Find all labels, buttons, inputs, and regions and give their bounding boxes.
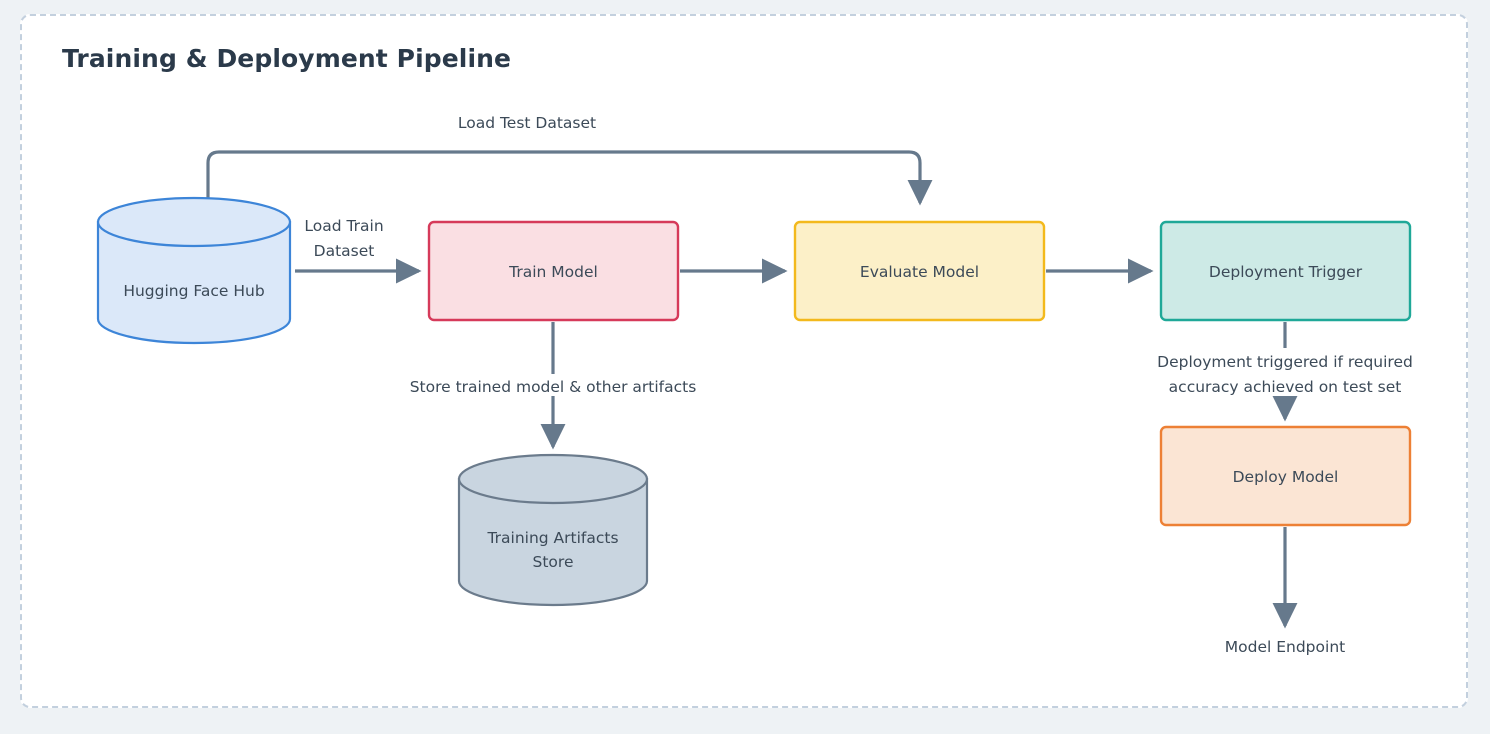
edge-hub-to-evaluate	[206, 150, 933, 206]
hugging-face-hub-body	[96, 220, 292, 345]
node-train-model[interactable]: Train Model	[427, 220, 680, 322]
edge-label-store-artifacts: Store trained model & other artifacts	[410, 378, 697, 396]
deploy-model-box	[1159, 425, 1412, 527]
node-deployment-trigger[interactable]: Deployment Trigger	[1159, 220, 1412, 322]
node-hugging-face-hub[interactable]: Hugging Face Hub	[96, 196, 292, 345]
edge-label-deployment-condition-line2: accuracy achieved on test set	[1169, 378, 1402, 396]
train-model-box	[427, 220, 680, 322]
edge-label-load-test-dataset: Load Test Dataset	[458, 114, 596, 132]
page-title: Training & Deployment Pipeline	[62, 44, 512, 73]
deployment-trigger-box	[1159, 220, 1412, 322]
edge-label-load-train-dataset-line1: Load Train	[304, 217, 383, 235]
training-artifacts-store-top	[457, 453, 649, 505]
training-artifacts-store-label-line2: Store	[533, 553, 574, 571]
terminal-model-endpoint: Model Endpoint	[1225, 638, 1345, 656]
edge-label-load-train-dataset-line2: Dataset	[314, 242, 375, 260]
hugging-face-hub-top	[96, 196, 292, 248]
hugging-face-hub-label: Hugging Face Hub	[123, 282, 264, 300]
edge-label-deployment-condition-line1: Deployment triggered if required	[1157, 353, 1413, 371]
deploy-model-label: Deploy Model	[1233, 468, 1339, 486]
evaluate-model-label: Evaluate Model	[860, 263, 979, 281]
evaluate-model-box	[793, 220, 1046, 322]
edge-label-deployment-condition-backdrop	[1150, 348, 1422, 396]
deployment-trigger-label: Deployment Trigger	[1209, 263, 1363, 281]
edge-label-artifacts-backdrop	[405, 374, 701, 396]
node-deploy-model[interactable]: Deploy Model	[1159, 425, 1412, 527]
node-training-artifacts-store[interactable]: Training Artifacts Store	[457, 453, 649, 607]
train-model-label: Train Model	[508, 263, 598, 281]
training-artifacts-store-body	[457, 477, 649, 607]
node-evaluate-model[interactable]: Evaluate Model	[793, 220, 1046, 322]
training-artifacts-store-label-line1: Training Artifacts	[486, 529, 618, 547]
